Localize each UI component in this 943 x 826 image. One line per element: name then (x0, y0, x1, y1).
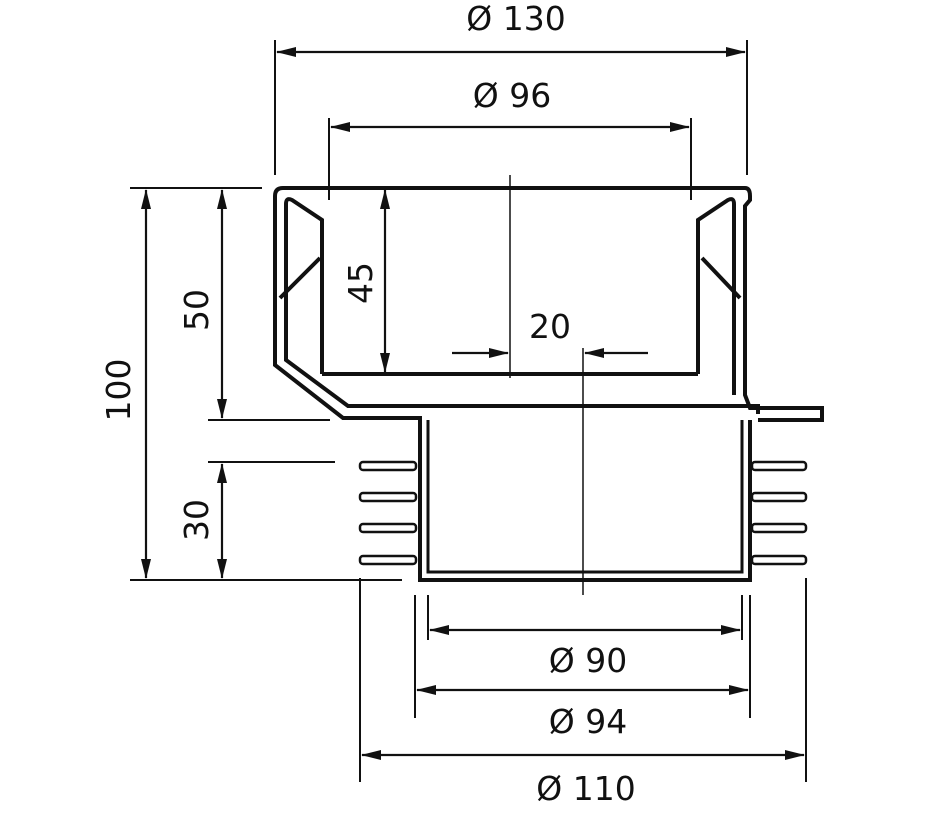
rib-left-3 (358, 522, 418, 534)
label-height-100: 100 (99, 359, 138, 422)
dimension-lines (141, 47, 805, 760)
socket-inner-right (696, 197, 736, 395)
extension-lines (130, 40, 807, 782)
center-lines (509, 175, 584, 595)
seal-lip-left (278, 256, 322, 300)
label-diameter-94: Ø 94 (549, 702, 627, 741)
label-height-45: 45 (341, 262, 380, 304)
label-diameter-130: Ø 130 (466, 0, 565, 38)
seal-lip-right (700, 256, 742, 300)
rib-left-2 (358, 491, 418, 503)
socket-outer-right (743, 186, 824, 422)
label-diameter-90: Ø 90 (549, 641, 627, 680)
label-height-30: 30 (177, 499, 216, 541)
rib-right-1 (750, 460, 808, 472)
label-offset-20: 20 (529, 307, 571, 346)
rib-left-1 (358, 460, 418, 472)
label-diameter-96: Ø 96 (473, 76, 551, 115)
rib-right-3 (750, 522, 808, 534)
spigot-inner-left (426, 420, 744, 574)
dimension-labels: Ø 130 Ø 96 100 50 45 30 20 Ø 90 Ø 94 Ø 1… (99, 0, 636, 808)
label-diameter-110: Ø 110 (536, 769, 635, 808)
label-height-50: 50 (177, 289, 216, 331)
rib-right-4 (750, 554, 808, 566)
fitting-body (273, 186, 824, 582)
spigot-outer-left (418, 418, 752, 582)
rib-right-2 (750, 491, 808, 503)
socket-inner-left (284, 197, 760, 414)
socket-outer-left (273, 186, 745, 580)
rib-left-4 (358, 554, 418, 566)
